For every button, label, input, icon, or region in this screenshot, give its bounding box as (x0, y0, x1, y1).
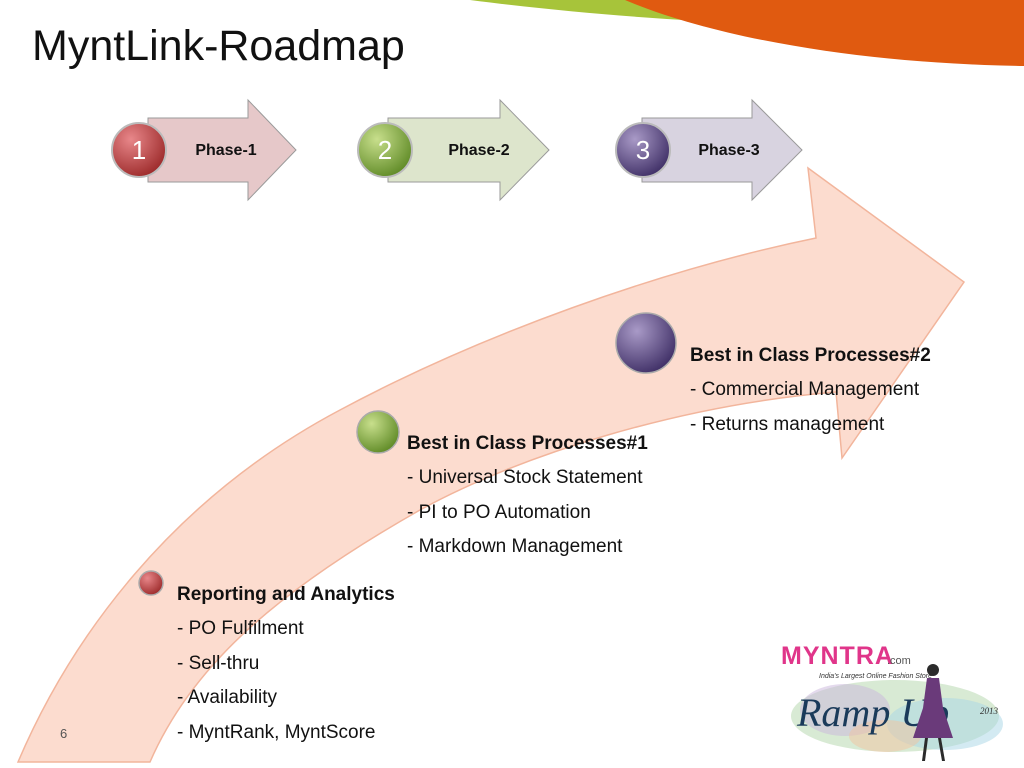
phase-2-arrow (387, 98, 550, 202)
milestone-item: - MyntRank, MyntScore (177, 721, 376, 743)
phase-1-badge (111, 122, 167, 178)
logo-brand-suffix: .com (887, 655, 911, 667)
milestone-item: - PI to PO Automation (407, 501, 591, 523)
phase-2: 2 Phase-2 (357, 98, 550, 202)
phase-1-number: 1 (132, 135, 146, 165)
milestone-title: Reporting and Analytics (177, 584, 395, 605)
phase-2-badge (357, 122, 413, 178)
milestone-2-bullet (356, 410, 400, 454)
phase-3: 3 Phase-3 (615, 98, 803, 202)
milestone-item: - Commercial Management (690, 379, 920, 400)
phase-3-arrow (641, 98, 803, 202)
milestone-processes-1: Best in Class Processes#1 - Universal St… (407, 427, 648, 565)
logo-tagline: India's Largest Online Fashion Store (819, 673, 932, 680)
milestone-item: - PO Fulfilment (177, 618, 304, 639)
logo-brand: MYNTRA (781, 642, 894, 670)
milestone-item: - Markdown Management (407, 536, 623, 557)
phase-1: 1 Phase-1 (111, 98, 297, 202)
page-number: 6 (60, 726, 68, 741)
phase-3-badge (615, 122, 671, 178)
myntra-rampup-logo: MYNTRA .com India's Largest Online Fashi… (775, 638, 1020, 763)
milestone-1-bullet (138, 570, 164, 596)
milestone-processes-2: Best in Class Processes#2 - Commercial M… (690, 339, 931, 442)
phase-3-number: 3 (636, 135, 650, 165)
milestone-item: - Universal Stock Statement (407, 467, 643, 488)
milestone-reporting-analytics: Reporting and Analytics - PO Fulfilment … (177, 578, 395, 750)
milestone-item: - Returns management (690, 413, 885, 435)
slide-title: MyntLink-Roadmap (32, 22, 405, 70)
milestone-item: - Sell-thru (177, 652, 260, 674)
phase-3-label: Phase-3 (698, 142, 759, 159)
header-swoosh-orange (625, 0, 1024, 66)
milestone-3-bullet (615, 312, 677, 374)
logo-event-year: 2013 (980, 706, 999, 716)
phase-2-number: 2 (378, 135, 392, 165)
model-figure (913, 664, 953, 761)
milestone-title: Best in Class Processes#1 (407, 433, 648, 454)
phase-2-label: Phase-2 (448, 142, 509, 159)
roadmap-arrow-body (16, 166, 966, 763)
phase-1-arrow (147, 98, 297, 202)
milestone-title: Best in Class Processes#2 (690, 345, 931, 366)
milestone-item: - Availability (177, 687, 277, 708)
phase-1-label: Phase-1 (195, 142, 256, 159)
